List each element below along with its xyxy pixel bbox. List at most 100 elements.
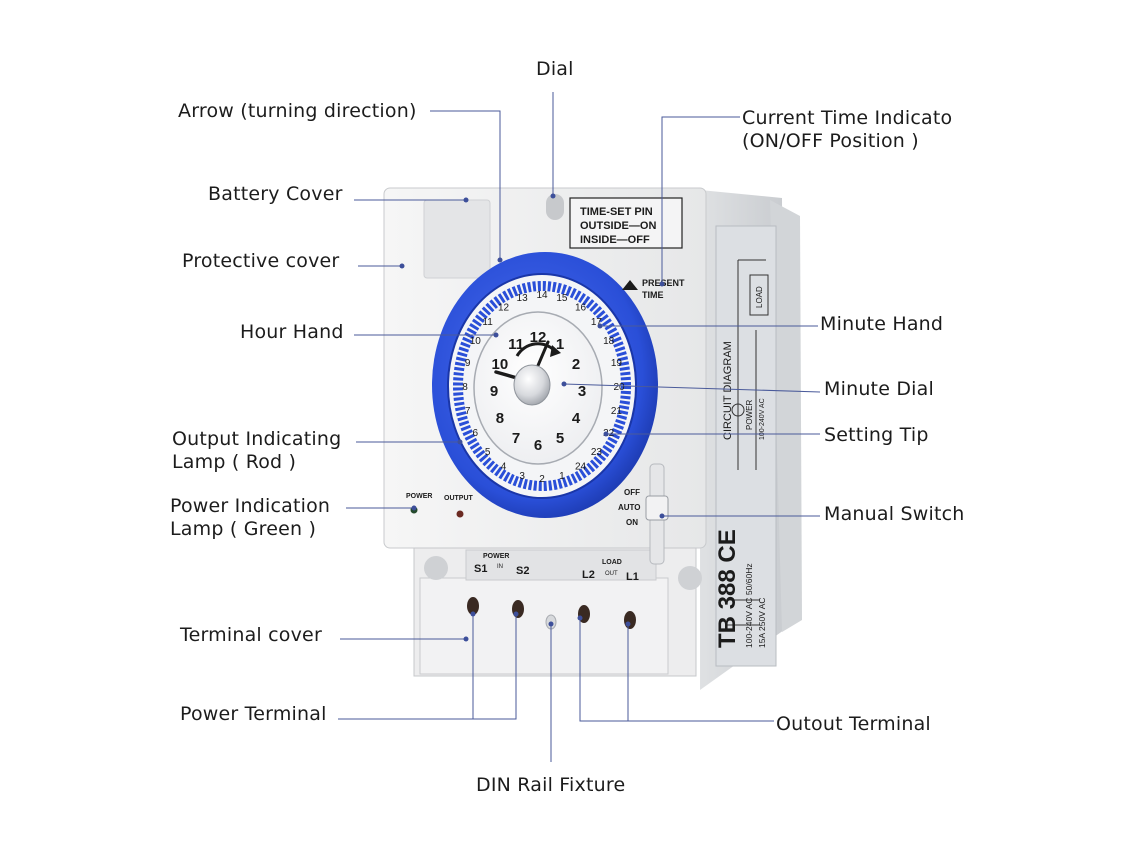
present-time-arrow [622, 280, 638, 290]
hour-ring-number: 2 [539, 474, 545, 485]
hour-ring-number: 13 [517, 293, 529, 304]
hour-ring-number: 8 [462, 382, 468, 393]
term-out-text: OUT [605, 571, 618, 577]
term-in-text: IN [497, 564, 503, 570]
terminal-hole-s1 [467, 597, 479, 615]
term-s2-text: S2 [516, 565, 529, 577]
load-text: LOAD [755, 286, 764, 308]
label-battery-cover: Battery Cover [208, 183, 343, 205]
label-output-lamp-line2: Lamp ( Rod ) [172, 451, 297, 473]
leader-minute-dial [563, 383, 821, 393]
label-power-lamp: Power Indication Lamp ( Green ) [170, 495, 330, 541]
label-current-time: Current Time Indicato (ON/OFF Position ) [742, 107, 952, 153]
label-hour-hand: Hour Hand [240, 321, 344, 343]
leader-current-time [661, 116, 740, 284]
timeset-label-box [569, 197, 683, 249]
minute-dial-number: 11 [508, 336, 524, 353]
hour-ring-number: 15 [556, 293, 568, 304]
leader-output-terminal [579, 618, 774, 722]
switch-auto-text: AUTO [618, 503, 641, 512]
mount-hole-right [678, 566, 702, 590]
label-current-time-line2: (ON/OFF Position ) [742, 130, 919, 152]
switch-on-text: ON [626, 518, 638, 527]
battery-cover-shape [423, 199, 491, 279]
timeset-text-1: TIME-SET PIN [580, 206, 653, 218]
output-lamp-shape [456, 510, 464, 518]
turning-arrow-head [550, 345, 561, 357]
label-power-lamp-line1: Power Indication [170, 495, 331, 517]
hour-ring-number: 21 [611, 406, 623, 417]
term-l2-text: L2 [582, 569, 595, 581]
hour-ring-number: 10 [470, 336, 482, 347]
minute-dial-number: 9 [490, 383, 498, 400]
lamp-output-text: OUTPUT [444, 495, 474, 502]
hour-ring-number: 3 [519, 471, 525, 482]
minute-dial-number: 1 [556, 336, 564, 353]
circuit-diagram-text: CIRCUIT DIAGRAM [722, 341, 734, 440]
timeset-text-3: INSIDE—OFF [580, 234, 650, 246]
label-dial: Dial [536, 58, 574, 80]
hour-ring-number: 4 [501, 462, 507, 473]
leader-power-terminal [338, 614, 517, 720]
power-small-text: POWER [745, 400, 754, 430]
term-load-text: LOAD [602, 559, 622, 566]
minute-dial-number: 12 [530, 329, 547, 346]
hour-ring-number: 24 [575, 462, 587, 473]
hour-ring-number: 6 [473, 428, 479, 439]
term-l1-text: L1 [626, 571, 639, 583]
minute-dial-number: 4 [572, 410, 581, 427]
circuit-schematic [725, 259, 769, 626]
hour-ring-number: 5 [485, 447, 491, 458]
mount-hole-top [546, 194, 564, 220]
terminal-label-strip [465, 549, 657, 581]
switch-off-text: OFF [624, 488, 640, 497]
label-protective-cover: Protective cover [182, 250, 340, 272]
label-output-terminal: Outout Terminal [776, 713, 931, 735]
hour-ring-number: 12 [498, 302, 510, 313]
label-power-lamp-line2: Lamp ( Green ) [170, 518, 317, 540]
hour-ring-number: 1 [559, 471, 565, 482]
minute-dial-number: 8 [496, 410, 504, 427]
leader-arrow [430, 110, 501, 260]
spec-text-2: 15A 250V AC [757, 597, 767, 648]
hour-ring-number: 9 [465, 358, 471, 369]
label-current-time-line1: Current Time Indicato [742, 107, 953, 129]
term-s1-text: S1 [474, 563, 487, 575]
label-din-rail: DIN Rail Fixture [476, 774, 626, 796]
label-minute-hand: Minute Hand [820, 313, 944, 335]
mount-hole-left [424, 556, 448, 580]
hour-ring-number: 23 [591, 447, 603, 458]
hour-ring-number: 18 [603, 336, 615, 347]
hour-ring-number: 17 [591, 317, 603, 328]
hour-ring-number: 20 [613, 382, 625, 393]
label-arrow: Arrow (turning direction) [178, 100, 417, 122]
center-knob [513, 364, 551, 406]
terminal-hole-l1 [624, 611, 636, 629]
leader-lines [338, 92, 821, 762]
label-manual-switch: Manual Switch [824, 503, 965, 525]
lamp-power-text: POWER [406, 493, 432, 500]
leader-dots [399, 193, 665, 642]
hour-ring-number: 19 [611, 358, 623, 369]
label-terminal-cover: Terminal cover [180, 624, 322, 646]
hour-ring-number: 11 [482, 317, 493, 328]
label-output-lamp: Output Indicating Lamp ( Rod ) [172, 428, 341, 474]
hour-ring-number: 7 [465, 406, 471, 417]
timeset-text-2: OUTSIDE—ON [580, 220, 656, 232]
body-side-rail [770, 200, 802, 632]
label-setting-tip: Setting Tip [824, 424, 929, 446]
minute-dial-number: 6 [534, 437, 542, 454]
circuit-label-panel [715, 225, 777, 667]
volt-small-text: 100-240V AC [759, 398, 766, 440]
term-power-text: POWER [483, 553, 509, 560]
minute-dial-number: 7 [512, 430, 520, 447]
minute-dial-number: 2 [572, 356, 580, 373]
label-output-lamp-line1: Output Indicating [172, 428, 342, 450]
minute-dial-number: 10 [492, 356, 509, 373]
label-minute-dial: Minute Dial [824, 378, 934, 400]
minute-dial-number: 5 [556, 430, 564, 447]
minute-dial-number: 3 [578, 383, 586, 400]
